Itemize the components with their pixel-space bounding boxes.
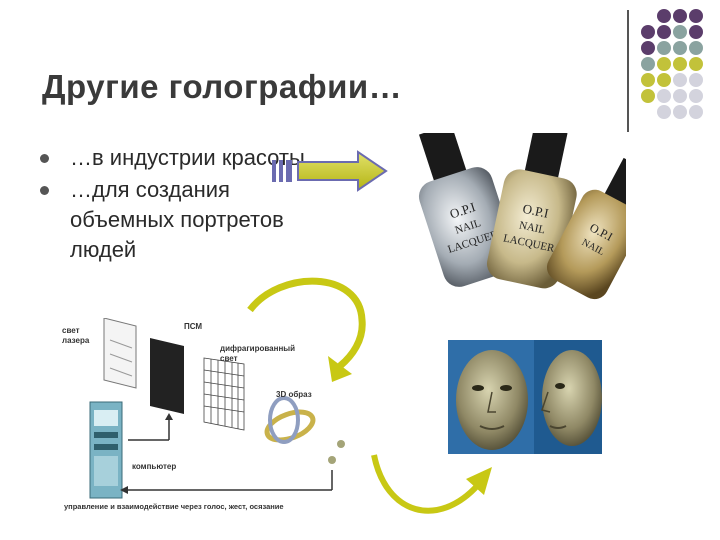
- decor-dot: [641, 73, 655, 87]
- decor-dot: [657, 25, 671, 39]
- decor-dot-grid: [641, 9, 703, 119]
- decor-dot: [673, 89, 687, 103]
- label-pcm: ПСМ: [184, 322, 203, 331]
- label-3d-image: 3D образ: [276, 390, 312, 399]
- label-diffracted-light: дифрагированный свет: [220, 344, 296, 363]
- decor-dot: [673, 73, 687, 87]
- decor-dot: [673, 41, 687, 55]
- decor-dot: [689, 57, 703, 71]
- decor-dot: [673, 9, 687, 23]
- label-computer: компьютер: [132, 462, 177, 471]
- decor-dot: [689, 89, 703, 103]
- svg-text:NAIL: NAIL: [518, 219, 546, 236]
- decor-dot: [689, 41, 703, 55]
- decor-dot: [673, 105, 687, 119]
- decor-dot: [641, 25, 655, 39]
- decor-dot: [641, 57, 655, 71]
- svg-text:O.P.I: O.P.I: [521, 201, 550, 221]
- decor-dot: [673, 57, 687, 71]
- bullet-list: …в индустрии красоты… …для создания объе…: [40, 143, 340, 267]
- decor-dot: [689, 9, 703, 23]
- nail-polish-photo: O.P.I NAIL LACQUER O.P.I NAIL LACQUER O.…: [412, 133, 626, 303]
- holography-diagram: свет лазера ПСМ дифрагированный свет 3D …: [44, 318, 364, 518]
- decor-dot: [673, 25, 687, 39]
- decor-dot: [657, 57, 671, 71]
- decor-dot: [689, 105, 703, 119]
- label-laser-light: свет лазера: [62, 326, 90, 345]
- bullet-item: …для создания объемных портретов людей: [40, 175, 340, 265]
- decor-dot: [689, 25, 703, 39]
- decor-dot: [641, 89, 655, 103]
- decor-dot: [657, 89, 671, 103]
- decor-dot: [657, 105, 671, 119]
- face-portraits-photo: [448, 340, 602, 454]
- decor-line: [627, 10, 629, 132]
- right-arrow-icon: [272, 150, 388, 192]
- slide-title: Другие голографии…: [42, 68, 403, 105]
- bullet-dot-icon: [40, 154, 49, 163]
- curved-arrow-icon: [371, 454, 492, 514]
- decor-dot: [657, 41, 671, 55]
- bullet-item: …в индустрии красоты…: [40, 143, 340, 173]
- label-control: управление и взаимодействие через голос,…: [64, 502, 284, 511]
- decor-dot: [657, 73, 671, 87]
- bullet-text: …для создания объемных портретов людей: [70, 177, 284, 262]
- decor-dot: [641, 41, 655, 55]
- curved-arrow-icon: [247, 277, 366, 382]
- bullet-text: …в индустрии красоты…: [70, 145, 327, 170]
- decor-dot: [657, 9, 671, 23]
- decor-dot: [689, 73, 703, 87]
- bullet-dot-icon: [40, 186, 49, 195]
